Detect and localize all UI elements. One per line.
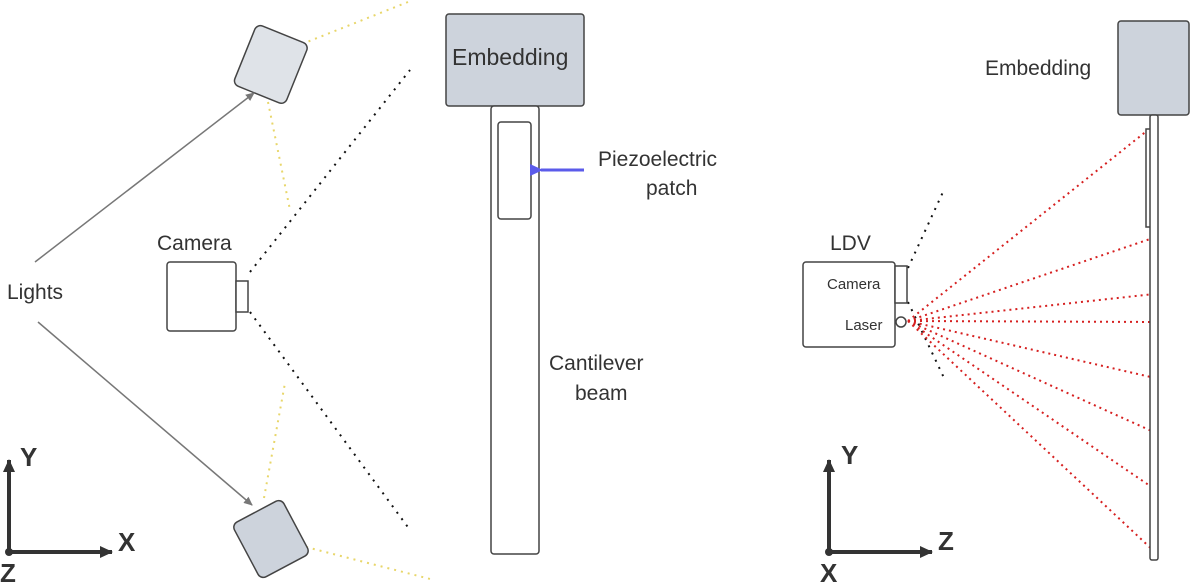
upper-light bbox=[233, 24, 308, 105]
ldv-body bbox=[802, 261, 896, 348]
laser-rays bbox=[907, 125, 1158, 555]
ldv-camera-lens bbox=[894, 265, 908, 304]
beam-setup: Embedding Piezoelectric patch Cantilever… bbox=[445, 13, 717, 555]
lights-arrow-lower bbox=[37, 321, 253, 506]
axis-z-label: Z bbox=[0, 558, 16, 584]
axis-x-label-right: X bbox=[820, 558, 838, 584]
left-setup: Lights Camera bbox=[7, 1, 435, 581]
right-embedding-block bbox=[1117, 20, 1190, 116]
light-beams bbox=[263, 1, 435, 581]
beam-label-line2: beam bbox=[575, 382, 628, 405]
ldv-laser-label: Laser bbox=[845, 317, 883, 334]
embedding-label: Embedding bbox=[452, 44, 568, 70]
camera-label: Camera bbox=[157, 232, 232, 255]
piezoelectric-patch bbox=[497, 121, 532, 220]
right-embedding-label: Embedding bbox=[985, 57, 1091, 80]
ldv-laser-aperture bbox=[895, 316, 907, 328]
beam-label-line1: Cantilever bbox=[549, 352, 644, 375]
axis-z-label-right: Z bbox=[938, 526, 954, 556]
right-beam-side bbox=[1149, 114, 1159, 561]
z-axis-origin bbox=[5, 548, 13, 556]
axis-x-label: X bbox=[118, 527, 136, 557]
piezo-label-line1: Piezoelectric bbox=[598, 148, 717, 171]
camera-body bbox=[166, 261, 237, 332]
axes-yz: Y Z X bbox=[820, 440, 954, 584]
lights-arrow-upper bbox=[34, 92, 255, 263]
ldv-label: LDV bbox=[830, 232, 871, 255]
axes-xy: Y X Z bbox=[0, 442, 136, 584]
lower-light bbox=[233, 499, 309, 579]
ldv-camera-fov bbox=[907, 191, 946, 381]
piezo-label-line2: patch bbox=[646, 177, 697, 200]
camera-lens bbox=[235, 280, 249, 313]
camera-fov-lines bbox=[249, 69, 411, 531]
ldv-camera-label: Camera bbox=[827, 276, 881, 293]
x-axis-origin bbox=[825, 548, 833, 556]
axis-y-label: Y bbox=[20, 442, 37, 472]
right-setup: Embedding LDV Camera Laser bbox=[802, 20, 1190, 561]
lights-label: Lights bbox=[7, 281, 63, 304]
axis-y-label-right: Y bbox=[841, 440, 858, 470]
